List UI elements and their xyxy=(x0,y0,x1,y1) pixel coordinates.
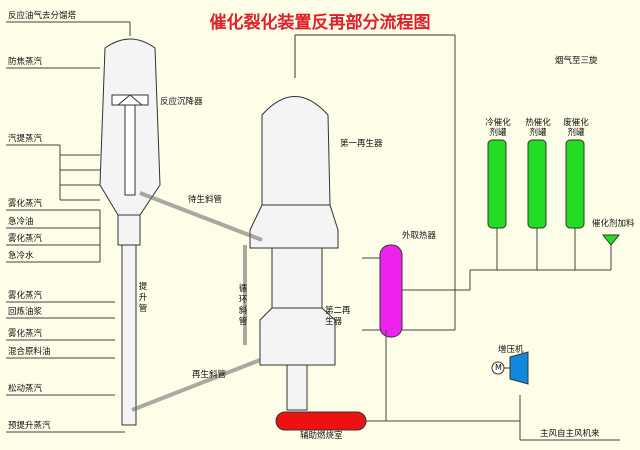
second-regenerator-label: 第二再 生器 xyxy=(325,306,351,327)
left-label-atomizing-steam-3: 雾化蒸汽 xyxy=(8,291,43,301)
motor-label: M xyxy=(495,363,502,372)
pipe-upper-label: 待生斜管 xyxy=(188,195,223,205)
external-heat-exchanger-shape xyxy=(362,244,403,338)
regenerator xyxy=(249,34,455,411)
riser-label: 提 升 管 xyxy=(138,282,148,314)
left-label-quench-oil: 急冷油 xyxy=(8,217,34,227)
aux-combustion-shape xyxy=(275,330,520,431)
pipe-lower-label: 再生斜管 xyxy=(192,370,227,380)
diagram-title: 催化裂化装置反再部分流程图 xyxy=(209,13,431,33)
hot-catalyst-hopper-label: 热催化 剂罐 xyxy=(525,118,551,138)
external-heat-exchanger-label: 外取热器 xyxy=(402,231,437,241)
spent-catalyst-hopper-label: 废催化 剂罐 xyxy=(563,118,589,138)
circulation-pipe-label: 循 环 斜 管 xyxy=(238,284,248,327)
blower-label: 增压机 xyxy=(498,345,524,355)
catalyst-feed-label: 催化剂加料 xyxy=(592,219,635,229)
pipe-lower xyxy=(131,358,261,412)
left-label-atomizing-steam-2: 雾化蒸汽 xyxy=(8,234,43,244)
reactor-settler xyxy=(99,38,161,426)
blower-shape xyxy=(491,351,529,385)
left-label-anti-coke-steam: 防焦蒸汽 xyxy=(8,57,43,67)
catalyst-hopper-group xyxy=(487,139,621,246)
cold-catalyst-hopper-label: 冷催化 剂罐 xyxy=(485,118,511,138)
left-label-mixed-feed: 混合原料油 xyxy=(8,347,51,357)
left-label-oil-vapor: 反应油气去分馏塔 xyxy=(8,11,77,21)
left-label-atomizing-steam-1: 雾化蒸汽 xyxy=(8,199,43,209)
left-label-recycle-slurry: 回炼油浆 xyxy=(8,307,43,317)
left-label-fluffing-steam: 松动蒸汽 xyxy=(8,384,43,394)
left-label-prelift-steam: 预提升蒸汽 xyxy=(8,421,51,431)
reactor-settler-label: 反应沉降器 xyxy=(160,97,203,107)
aux-combustion-label: 辅助燃烧室 xyxy=(300,431,343,441)
pipe-upper xyxy=(139,191,263,242)
flue-gas-label: 烟气至三旋 xyxy=(555,56,598,66)
left-label-quench-water: 急冷水 xyxy=(8,251,34,261)
left-label-stripping-steam: 汽提蒸汽 xyxy=(8,134,43,144)
main-air-label: 主风自主风机来 xyxy=(540,429,600,439)
first-regenerator-label: 第一再生器 xyxy=(340,139,383,149)
left-label-atomizing-steam-4: 雾化蒸汽 xyxy=(8,329,43,339)
